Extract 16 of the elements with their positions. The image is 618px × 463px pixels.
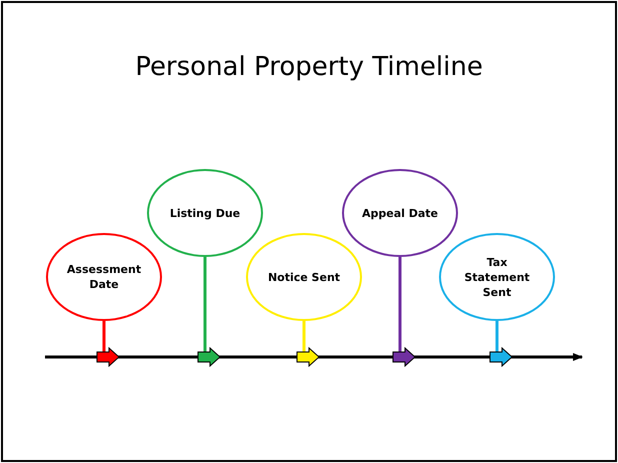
title: Personal Property Timeline: [134, 52, 484, 82]
connector-line: [204, 257, 206, 352]
arrow-marker: [392, 347, 416, 367]
arrow-marker: [296, 347, 320, 367]
event-label: Assessment Date: [66, 262, 142, 292]
arrow-marker: [489, 347, 513, 367]
connector-line: [302, 321, 306, 352]
event-label: Listing Due: [168, 206, 242, 220]
event-label: Notice Sent: [266, 270, 342, 284]
arrow-marker: [197, 347, 221, 367]
connector-line: [496, 321, 498, 352]
connector-line: [398, 257, 402, 352]
connector-line: [102, 321, 106, 352]
arrow-marker: [96, 347, 120, 367]
event-label: Tax Statement Sent: [463, 254, 531, 300]
event-label: Appeal Date: [360, 206, 440, 220]
